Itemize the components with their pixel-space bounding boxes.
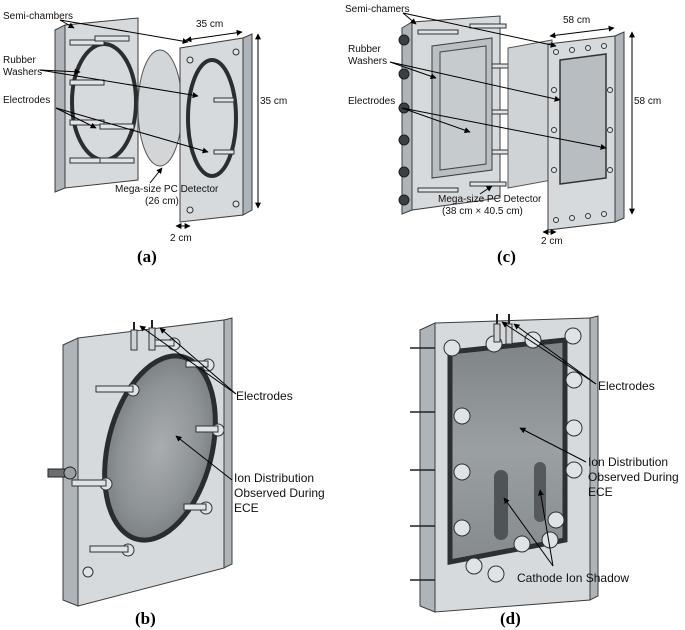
electrodes-label: Electrodes	[598, 379, 655, 393]
rubber-washers-label: Rubber Washers	[348, 44, 387, 67]
electrodes-label: Electrodes	[348, 96, 395, 107]
rubber-washer-frame	[559, 53, 607, 185]
thickness-dimension: 2 cm	[170, 233, 192, 244]
electrodes-label: Electrodes	[3, 95, 50, 106]
detector-label: Mega-size PC Detector	[438, 194, 542, 205]
rubber-washer-ring	[186, 58, 238, 178]
width-dimension: 58 cm	[563, 15, 590, 26]
right-semi-chamber	[179, 33, 253, 223]
electrode-pins	[493, 314, 513, 345]
detector-size-label: (26 cm)	[145, 196, 179, 207]
left-semi-chamber	[398, 15, 523, 215]
panel-a-tag: (a)	[137, 247, 157, 266]
rubber-washers-line1: Rubber	[348, 44, 381, 55]
semi-chambers-label: Semi-chamers	[345, 4, 409, 15]
side-connector	[47, 466, 77, 480]
width-dimension: 35 cm	[196, 19, 223, 30]
thickness-dimension: 2 cm	[541, 236, 563, 247]
detector-label: Mega-size PC Detector	[115, 184, 219, 195]
ion-distribution-label: Ion Distribution Observed During ECE	[588, 455, 682, 499]
ion-distribution-line2: Observed During	[588, 470, 679, 484]
ion-distribution-line3: ECE	[588, 485, 613, 499]
pc-detector-disc	[137, 49, 183, 167]
rubber-washers-line2: Washers	[348, 56, 387, 67]
rubber-washers-line1: Rubber	[3, 55, 36, 66]
rubber-washers-label: Rubber Washers	[3, 55, 42, 78]
semi-chambers-label: Semi-chambers	[3, 11, 73, 22]
cathode-shadow-label: Cathode Ion Shadow	[517, 571, 629, 585]
assembled-chamber	[410, 314, 599, 613]
panel-c: Semi-chamers Rubber Washers Electrodes M…	[345, 4, 661, 266]
pc-detector-sheet	[507, 39, 553, 189]
panel-b: Electrodes Ion Distribution Observed Dur…	[47, 317, 328, 628]
bolt-group	[186, 48, 240, 214]
ion-distribution-line1: Ion Distribution	[588, 455, 668, 469]
panel-b-tag: (b)	[135, 609, 156, 628]
side-pins	[410, 347, 435, 581]
ion-distribution-line2: Observed During	[234, 486, 325, 500]
ion-distribution-label: Ion Distribution Observed During ECE	[234, 471, 328, 515]
panel-d-tag: (d)	[500, 609, 521, 628]
ion-distribution-line1: Ion Distribution	[234, 471, 314, 485]
detector-size-label: (38 cm × 40.5 cm)	[442, 206, 523, 217]
panel-c-tag: (c)	[497, 247, 516, 266]
bolt-group	[69, 35, 135, 164]
panel-a: Semi-chambers Rubber Washers Electrodes …	[3, 11, 287, 266]
height-dimension: 58 cm	[634, 96, 661, 107]
height-dimension: 35 cm	[260, 96, 287, 107]
electrodes-label: Electrodes	[236, 389, 293, 403]
left-semi-chamber	[54, 17, 139, 193]
bolt-group	[398, 23, 523, 206]
bolt-group	[551, 43, 613, 223]
bolt-group	[71, 337, 225, 578]
panel-d: Electrodes Ion Distribution Observed Dur…	[410, 314, 682, 628]
assembled-chamber	[47, 317, 233, 607]
ion-distribution-line3: ECE	[234, 501, 259, 515]
rubber-washers-line2: Washers	[3, 67, 42, 78]
right-semi-chamber	[547, 31, 625, 231]
electrode-pins	[130, 320, 156, 351]
